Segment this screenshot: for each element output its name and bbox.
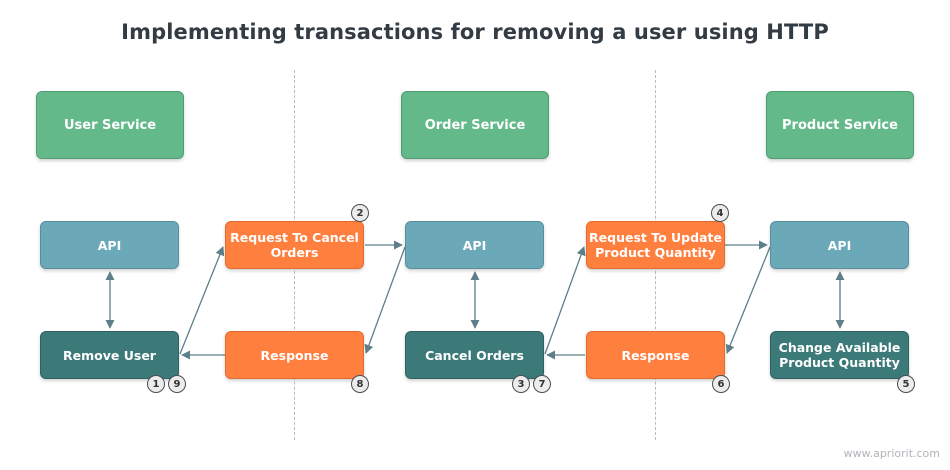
user-service-box: User Service [36, 91, 184, 159]
step-badge-1: 1 [147, 375, 165, 393]
request-update-quantity-box: Request To Update Product Quantity [586, 221, 725, 269]
step-badge-8: 8 [351, 375, 369, 393]
remove-user-to-request-arrow [179, 246, 225, 355]
user-service-api-box: API [40, 221, 179, 269]
step-badge-5: 5 [897, 375, 915, 393]
cancel-orders-box: Cancel Orders [405, 331, 544, 379]
request-cancel-orders-box: Request To Cancel Orders [225, 221, 364, 269]
step-badge-4: 4 [711, 204, 729, 222]
diagram-title: Implementing transactions for removing a… [121, 20, 829, 44]
product-service-box: Product Service [766, 91, 914, 159]
step-badge-7: 7 [533, 375, 551, 393]
step-badge-6: 6 [712, 375, 730, 393]
product-api-to-response-arrow [725, 246, 771, 354]
product-service-api-box: API [770, 221, 909, 269]
order-service-box: Order Service [401, 91, 549, 159]
order-service-api-box: API [405, 221, 544, 269]
response-box-8: Response [225, 331, 364, 379]
step-badge-9: 9 [168, 375, 186, 393]
step-badge-3: 3 [512, 375, 530, 393]
website-watermark: www.apriorit.com [843, 447, 940, 460]
response-box-6: Response [586, 331, 725, 379]
change-product-quantity-box: Change Available Product Quantity [770, 331, 909, 379]
step-badge-2: 2 [351, 204, 369, 222]
cancel-orders-to-request-arrow [544, 246, 586, 355]
order-api-to-response-arrow [364, 246, 406, 354]
remove-user-box: Remove User [40, 331, 179, 379]
